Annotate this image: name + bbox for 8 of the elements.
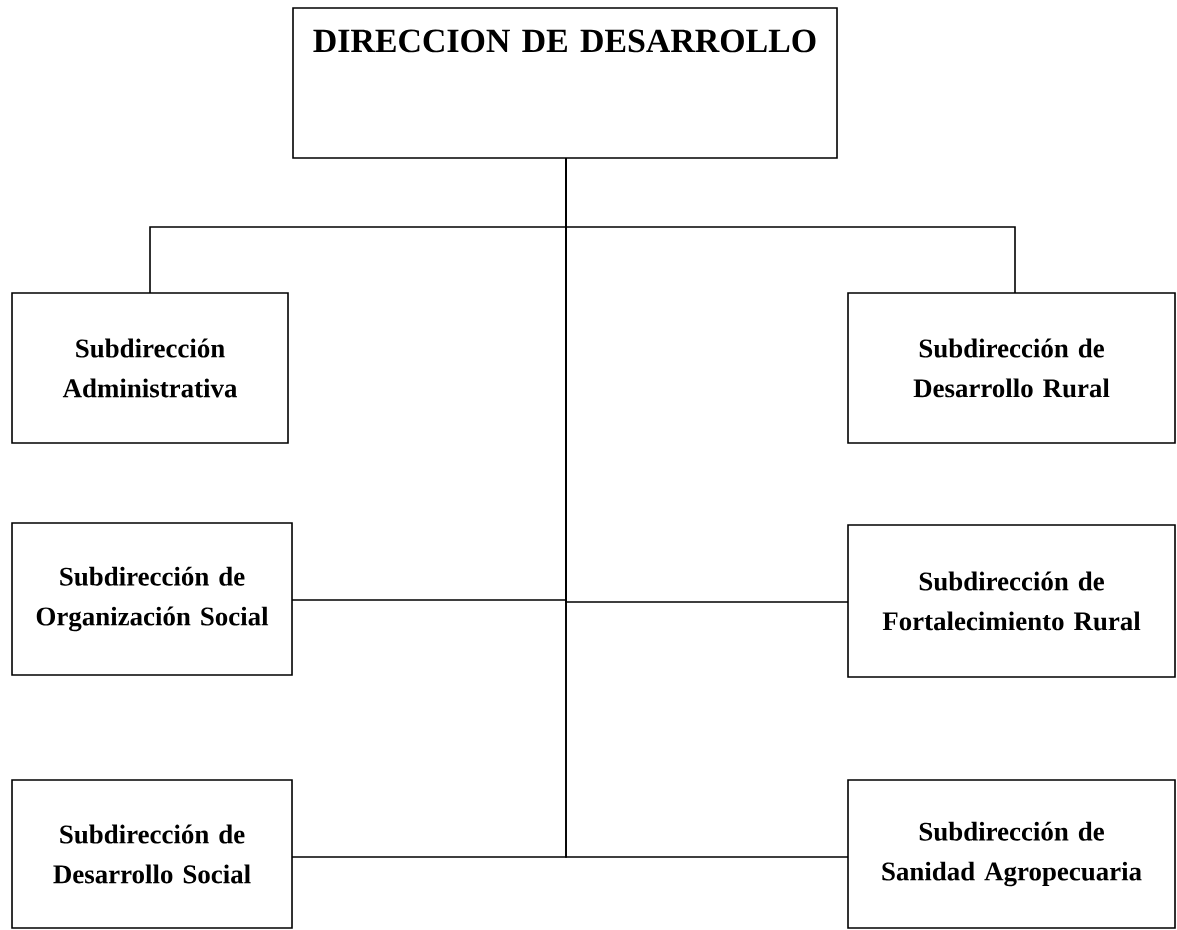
department-box: Subdirección Administrativa — [11, 292, 289, 444]
title-box: DIRECCION DE DESARROLLO — [292, 7, 838, 159]
department-box: Subdirección de Desarrollo Social — [11, 779, 293, 929]
department-box: Subdirección de Sanidad Agropecuaria — [847, 779, 1176, 929]
connector-line — [565, 157, 849, 858]
department-box: Subdirección de Fortalecimiento Rural — [847, 524, 1176, 678]
department-box: Subdirección de Desarrollo Rural — [847, 292, 1176, 444]
department-box: Subdirección de Organización Social — [11, 522, 293, 676]
